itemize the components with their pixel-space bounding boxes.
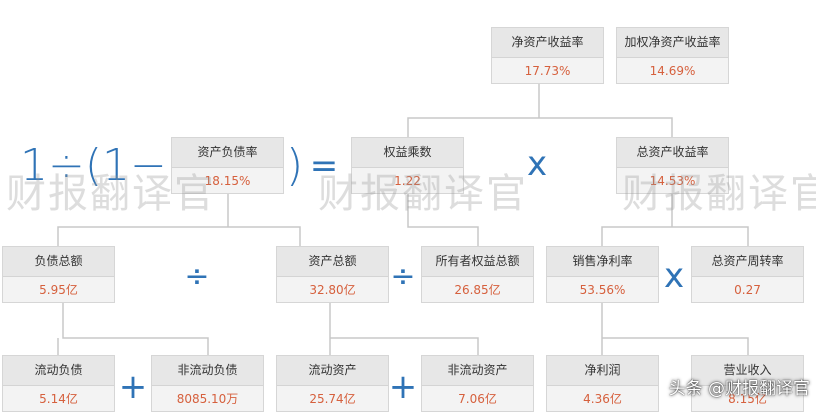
- node-title: 净资产收益率: [492, 28, 603, 58]
- node-value: 5.95亿: [39, 283, 78, 297]
- node-total-assets: 资产总额 32.80亿: [276, 246, 389, 303]
- divide-operator-liabilities: ÷: [184, 259, 210, 294]
- node-value: 5.14亿: [39, 392, 78, 406]
- node-revenue: 营业收入 8.15亿: [691, 355, 804, 412]
- node-owners-equity: 所有者权益总额 26.85亿: [421, 246, 534, 303]
- node-value: 1.22: [394, 174, 421, 188]
- node-current-liabilities: 流动负债 5.14亿: [2, 355, 115, 412]
- node-title: 加权净资产收益率: [617, 28, 728, 58]
- node-net-profit: 净利润 4.36亿: [546, 355, 659, 412]
- node-value: 14.69%: [649, 64, 696, 78]
- node-value: 7.06亿: [458, 392, 497, 406]
- node-title: 总资产收益率: [617, 138, 728, 168]
- node-value: 8.15亿: [728, 392, 767, 406]
- node-noncurrent-assets: 非流动资产 7.06亿: [421, 355, 534, 412]
- node-value: 0.27: [734, 283, 761, 297]
- node-value: 17.73%: [524, 64, 571, 78]
- node-value: 25.74亿: [309, 392, 356, 406]
- divide-operator-equity: ÷: [390, 259, 416, 294]
- node-value: 26.85亿: [454, 283, 501, 297]
- times-operator-roe: x: [526, 144, 548, 184]
- connector-margin: [601, 303, 749, 355]
- formula-prefix: 1÷(1−: [20, 140, 167, 191]
- node-noncurrent-liabilities: 非流动负债 8085.10万: [151, 355, 264, 412]
- node-title: 营业收入: [692, 356, 803, 386]
- node-title: 非流动负债: [152, 356, 263, 386]
- node-title: 资产总额: [277, 247, 388, 277]
- node-title: 资产负债率: [172, 138, 283, 168]
- node-title: 流动负债: [3, 356, 114, 386]
- node-title: 总资产周转率: [692, 247, 803, 277]
- node-value: 53.56%: [579, 283, 626, 297]
- node-net-margin: 销售净利率 53.56%: [546, 246, 659, 303]
- node-total-liabilities: 负债总额 5.95亿: [2, 246, 115, 303]
- node-title: 所有者权益总额: [422, 247, 533, 277]
- node-value: 8085.10万: [176, 392, 239, 406]
- node-roe: 净资产收益率 17.73%: [491, 27, 604, 84]
- node-value: 4.36亿: [583, 392, 622, 406]
- plus-operator-assets: +: [388, 367, 418, 407]
- node-title: 流动资产: [277, 356, 388, 386]
- node-value: 18.15%: [204, 174, 251, 188]
- node-asset-turnover: 总资产周转率 0.27: [691, 246, 804, 303]
- source-credit: 头条 @财报翻译官: [668, 379, 810, 399]
- node-current-assets: 流动资产 25.74亿: [276, 355, 389, 412]
- node-title: 净利润: [547, 356, 658, 386]
- node-equity-multiplier: 权益乘数 1.22: [351, 137, 464, 194]
- plus-operator-liabilities: +: [118, 367, 148, 407]
- node-title: 销售净利率: [547, 247, 658, 277]
- node-value: 32.80亿: [309, 283, 356, 297]
- formula-suffix: ): [286, 140, 304, 191]
- times-operator-roa: x: [663, 256, 685, 296]
- node-debt-ratio: 资产负债率 18.15%: [171, 137, 284, 194]
- node-title: 权益乘数: [352, 138, 463, 168]
- connector-liabilities: [57, 303, 209, 355]
- connector-debt-ratio: [57, 193, 301, 246]
- connector-assets: [329, 303, 479, 355]
- connector-equity-multiplier: [407, 193, 479, 246]
- node-title: 负债总额: [3, 247, 114, 277]
- equals-operator: =: [309, 146, 339, 186]
- connector-roe: [407, 84, 673, 137]
- connector-roa: [601, 193, 749, 246]
- node-weighted-roe: 加权净资产收益率 14.69%: [616, 27, 729, 84]
- node-title: 非流动资产: [422, 356, 533, 386]
- node-value: 14.53%: [649, 174, 696, 188]
- node-roa: 总资产收益率 14.53%: [616, 137, 729, 194]
